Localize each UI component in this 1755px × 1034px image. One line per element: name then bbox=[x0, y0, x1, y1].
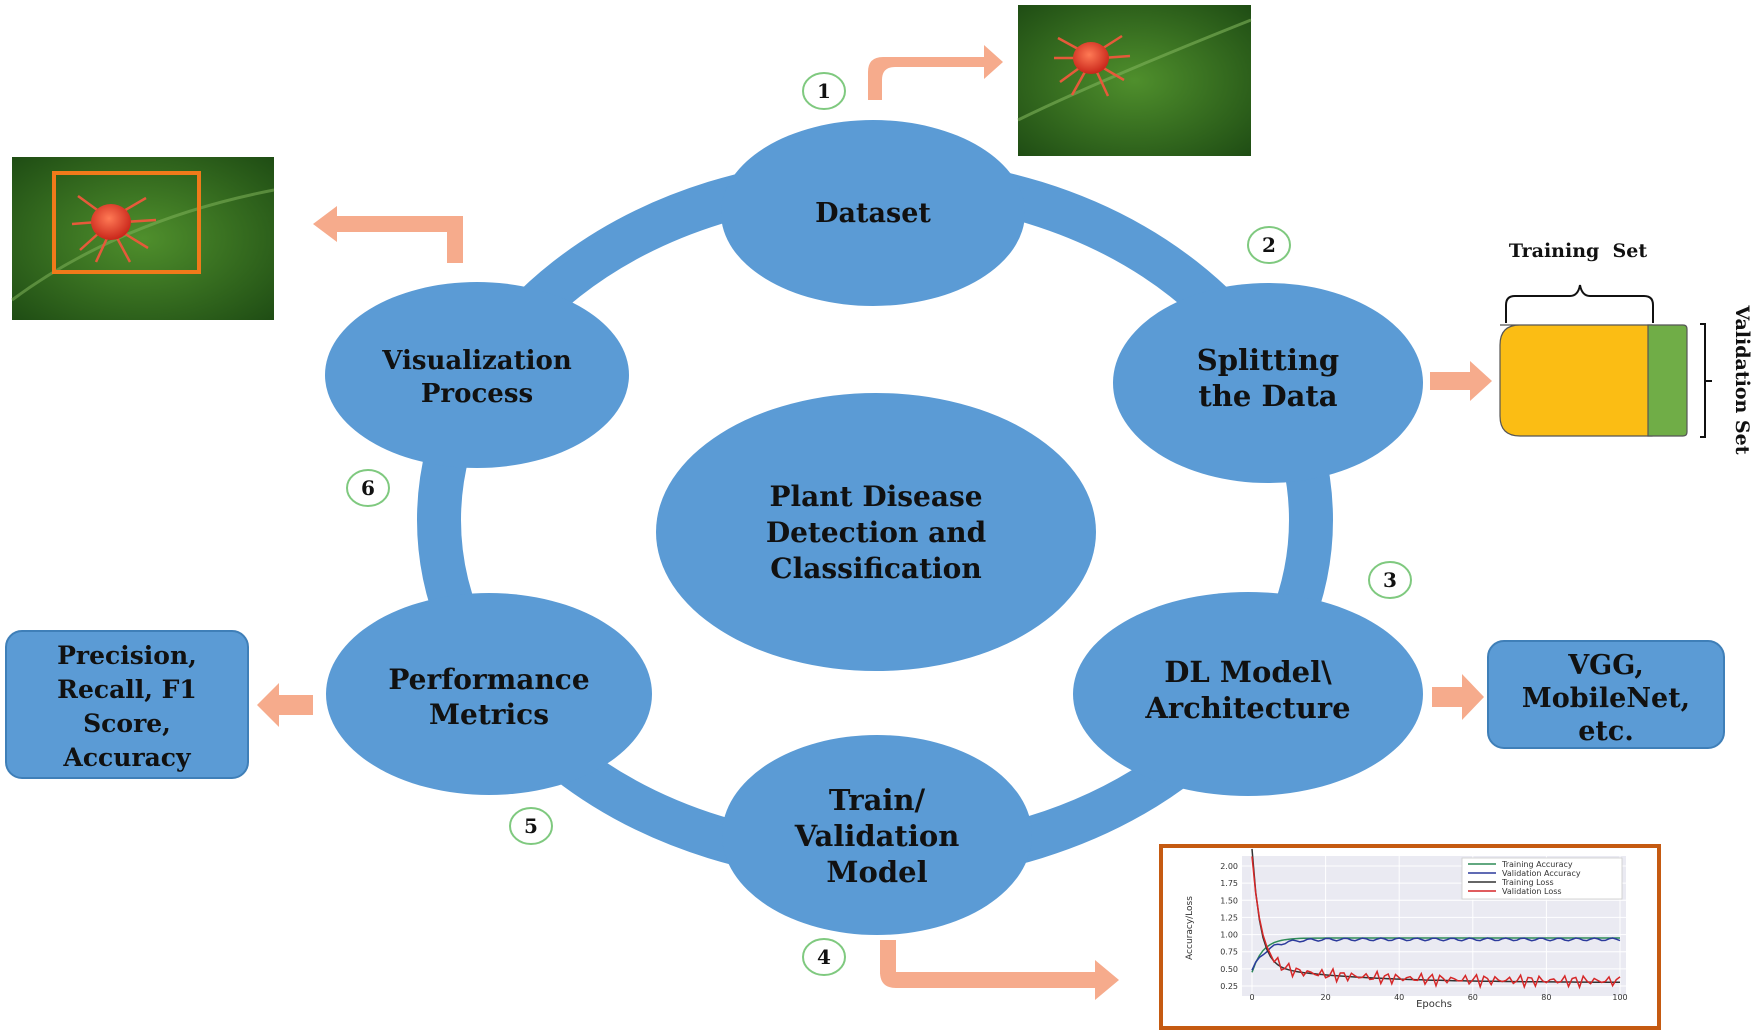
chart-xtick-label: 80 bbox=[1541, 993, 1551, 1002]
models-line-2: MobileNet, bbox=[1522, 683, 1690, 714]
training-set-label: Training Set bbox=[1509, 240, 1647, 262]
node-train-line-1: Train/ bbox=[829, 783, 926, 817]
chart-ytick-label: 1.50 bbox=[1220, 896, 1238, 905]
node-dl-model-line-2: Architecture bbox=[1144, 691, 1350, 725]
training-set-bar bbox=[1499, 324, 1653, 437]
arrow-to-visualization-image bbox=[313, 206, 463, 263]
metrics-line-2: Recall, F1 bbox=[57, 675, 197, 704]
legend-training-accuracy: Training Accuracy bbox=[1501, 860, 1573, 869]
chart-ytick-label: 1.75 bbox=[1220, 879, 1238, 888]
node-dataset: Dataset bbox=[721, 120, 1025, 306]
node-splitting-line-1: Splitting bbox=[1197, 343, 1339, 377]
step-badge-5: 5 bbox=[509, 807, 553, 845]
center-title-line-1: Plant Disease bbox=[769, 480, 982, 513]
chart-ylabel: Accuracy/Loss bbox=[1185, 896, 1195, 960]
step-number-4: 4 bbox=[817, 945, 831, 969]
center-node: Plant Disease Detection and Classificati… bbox=[656, 393, 1096, 671]
validation-set-bar bbox=[1647, 324, 1688, 437]
node-visualization: Visualization Process bbox=[325, 282, 629, 468]
node-performance-line-2: Metrics bbox=[429, 698, 549, 731]
step-number-5: 5 bbox=[524, 814, 538, 838]
node-visualization-line-2: Process bbox=[421, 379, 533, 409]
metrics-box: Precision, Recall, F1 Score, Accuracy bbox=[5, 630, 249, 779]
center-title-line-3: Classification bbox=[770, 552, 981, 585]
chart-ytick-label: 0.75 bbox=[1220, 948, 1238, 957]
arrow-to-chart-stem bbox=[880, 940, 896, 974]
node-dl-model-line-1: DL Model\ bbox=[1164, 655, 1332, 689]
models-line-1: VGG, bbox=[1567, 650, 1644, 681]
step-badge-4: 4 bbox=[802, 938, 846, 976]
metrics-line-4: Accuracy bbox=[62, 743, 192, 772]
node-performance-line-1: Performance bbox=[388, 663, 589, 696]
chart-ytick-label: 1.25 bbox=[1220, 913, 1238, 922]
curve-validation-accuracy bbox=[1251, 937, 1621, 971]
step-number-2: 2 bbox=[1262, 233, 1276, 257]
node-performance: Performance Metrics bbox=[326, 593, 652, 795]
legend-validation-loss: Validation Loss bbox=[1502, 887, 1562, 896]
step-badge-3: 3 bbox=[1368, 561, 1412, 599]
node-train-line-2: Validation bbox=[794, 819, 960, 853]
step-badge-1: 1 bbox=[802, 72, 846, 110]
curve-validation-loss bbox=[1251, 856, 1621, 990]
node-train: Train/ Validation Model bbox=[722, 735, 1032, 935]
training-brace bbox=[1505, 284, 1654, 323]
bounding-box bbox=[52, 171, 201, 274]
chart-xtick-label: 40 bbox=[1394, 993, 1404, 1002]
chart-ytick-label: 2.00 bbox=[1220, 862, 1238, 871]
models-line-3: etc. bbox=[1578, 716, 1634, 747]
validation-bracket bbox=[1700, 323, 1712, 438]
visualization-image bbox=[11, 157, 275, 320]
chart-xlabel: Epochs bbox=[1416, 999, 1452, 1010]
chart-xtick-label: 20 bbox=[1321, 993, 1331, 1002]
arrow-to-split bbox=[1430, 361, 1492, 401]
step-number-1: 1 bbox=[817, 79, 831, 103]
arrow-to-metrics bbox=[257, 683, 313, 727]
center-title-line-2: Detection and bbox=[766, 516, 986, 549]
metrics-line-1: Precision, bbox=[57, 641, 197, 670]
step-number-3: 3 bbox=[1383, 568, 1397, 592]
step-badge-6: 6 bbox=[346, 469, 390, 507]
node-splitting: Splitting the Data bbox=[1113, 283, 1423, 483]
arrow-to-chart bbox=[880, 940, 1119, 1000]
chart-ytick-label: 0.50 bbox=[1220, 965, 1238, 974]
node-dl-model: DL Model\ Architecture bbox=[1073, 592, 1423, 796]
legend-validation-accuracy: Validation Accuracy bbox=[1502, 869, 1581, 878]
models-box: VGG, MobileNet, etc. bbox=[1487, 640, 1725, 749]
step-number-6: 6 bbox=[361, 476, 375, 500]
metrics-line-3: Score, bbox=[83, 709, 171, 738]
legend-training-loss: Training Loss bbox=[1501, 878, 1554, 887]
chart-xtick-label: 100 bbox=[1612, 993, 1627, 1002]
validation-set-label: Validation Set bbox=[1731, 304, 1753, 454]
chart-ytick-label: 1.00 bbox=[1220, 931, 1238, 940]
node-dataset-label: Dataset bbox=[815, 198, 931, 229]
split-diagram: Training Set Validation Set bbox=[1499, 240, 1753, 455]
chart-ytick-label: 0.25 bbox=[1220, 982, 1238, 991]
dataset-image bbox=[1017, 5, 1252, 156]
step-badge-2: 2 bbox=[1247, 226, 1291, 264]
node-train-line-3: Model bbox=[826, 855, 927, 889]
chart-xtick-label: 0 bbox=[1249, 993, 1254, 1002]
chart-legend: Training Accuracy Validation Accuracy Tr… bbox=[1461, 857, 1623, 900]
arrow-to-models bbox=[1432, 674, 1484, 720]
node-visualization-line-1: Visualization bbox=[381, 346, 572, 376]
chart-xtick-label: 60 bbox=[1468, 993, 1478, 1002]
node-splitting-line-2: the Data bbox=[1198, 379, 1337, 413]
arrow-to-dataset-image bbox=[868, 45, 1003, 100]
training-chart: 2.00 1.75 1.50 1.25 1.00 0.75 0.50 0.25 0 20 40 60… bbox=[1159, 844, 1661, 1030]
